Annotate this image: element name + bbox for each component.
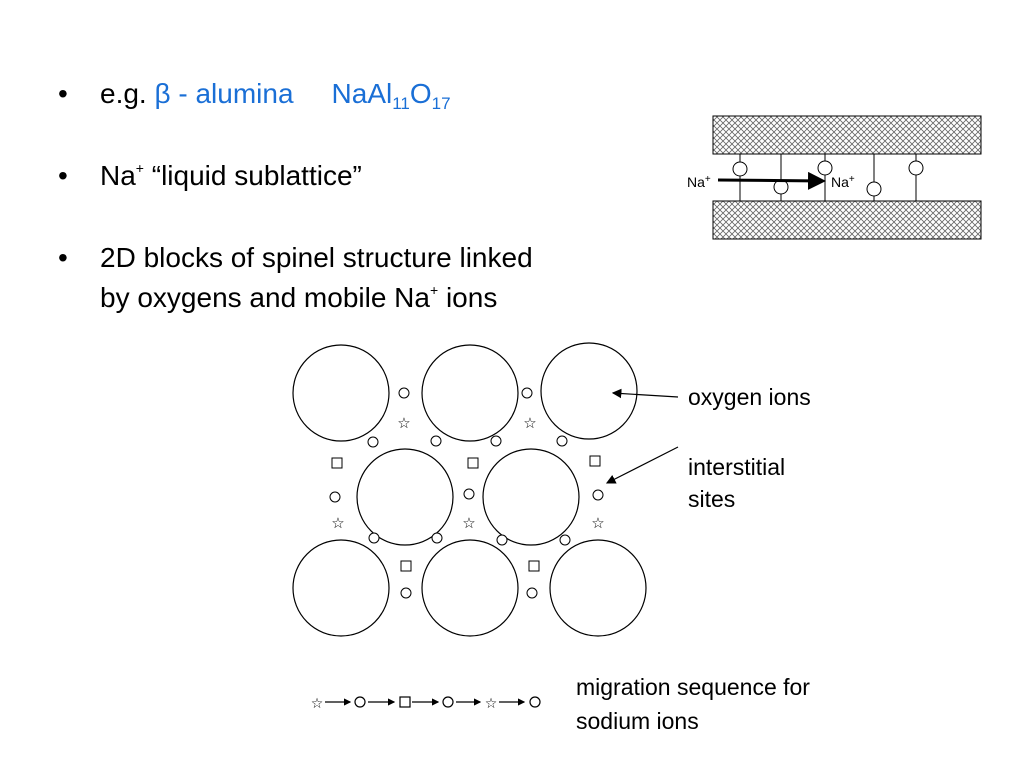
migration-sequence: ☆ ☆ — [311, 696, 541, 712]
svg-text:☆: ☆ — [523, 414, 536, 432]
migration-label-line2: sodium ions — [576, 708, 699, 734]
svg-text:☆: ☆ — [485, 696, 498, 712]
eg-prefix: e.g. — [100, 78, 155, 109]
interstitial-circle-sites — [329, 387, 604, 599]
oxygen-ion — [421, 539, 519, 637]
interstitial-square-sites — [331, 455, 601, 572]
beta-symbol: β — [154, 78, 171, 109]
svg-text:☆: ☆ — [311, 696, 324, 712]
na-label-right: Na+ — [831, 174, 855, 190]
interstitial-label-line1: interstitial — [688, 454, 786, 480]
oxygen-ion — [482, 448, 580, 546]
linking-oxygens — [732, 154, 924, 201]
na-label-left: Na+ — [687, 174, 711, 190]
bullet-dot: • — [58, 78, 68, 109]
spinel-block-top — [712, 115, 982, 155]
na-migration-arrow — [717, 171, 826, 190]
chemical-formula: NaAl11O17 — [331, 78, 451, 113]
svg-text:☆: ☆ — [591, 514, 604, 532]
interstitial-label-line2: sites — [688, 486, 736, 512]
bullet-dot: • — [58, 242, 68, 273]
oxygen-ion — [549, 539, 647, 637]
bullet-text: Na+ “liquid sublattice” — [100, 160, 362, 191]
interstitial-pointer-arrow — [605, 446, 679, 484]
svg-text:☆: ☆ — [397, 414, 410, 432]
oxygen-ions — [292, 342, 647, 637]
interstitial-star-sites: ☆ ☆ ☆ ☆ ☆ — [331, 414, 604, 532]
oxygen-ion — [292, 344, 390, 442]
oxygen-ion — [356, 448, 454, 546]
oxygen-ion — [421, 344, 519, 442]
oxygen-ion — [540, 342, 638, 440]
migration-label-line1: migration sequence for — [576, 674, 810, 700]
bullet-dot: • — [58, 160, 68, 191]
spinel-block-bottom — [712, 200, 982, 240]
spinel-layer-inset: Na+ Na+ — [687, 115, 982, 240]
oxygen-ion — [292, 539, 390, 637]
oxygen-pointer-arrow — [611, 388, 679, 399]
svg-text:☆: ☆ — [331, 514, 344, 532]
bullet-text: e.g. β - alumina NaAl11O17 — [100, 74, 451, 114]
svg-text:☆: ☆ — [462, 514, 475, 532]
alumina-text: - alumina — [170, 78, 294, 109]
oxygen-ions-label: oxygen ions — [688, 384, 811, 410]
